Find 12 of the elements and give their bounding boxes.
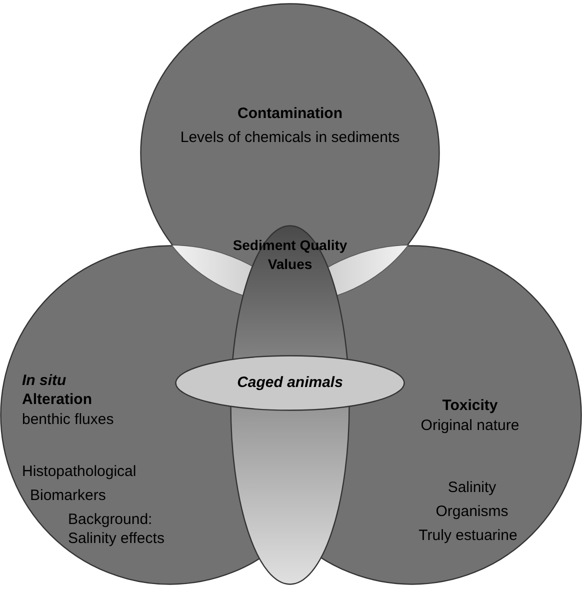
region-text: Original nature <box>420 416 520 435</box>
region-heading: Contamination <box>236 104 344 123</box>
region-text: Truly estuarine <box>418 526 518 545</box>
region-heading: Toxicity <box>441 396 499 415</box>
region-text: Organisms <box>434 502 510 521</box>
region-text: Background: Salinity effects <box>68 510 166 548</box>
region-text: Biomarkers <box>30 486 107 505</box>
region-heading: Caged animals <box>236 373 344 392</box>
region-text: Levels of chemicals in sediments <box>179 128 401 147</box>
region-text: Histopathological <box>22 462 138 481</box>
region-text: benthic fluxes <box>22 410 115 429</box>
region-text: Salinity <box>446 478 498 497</box>
